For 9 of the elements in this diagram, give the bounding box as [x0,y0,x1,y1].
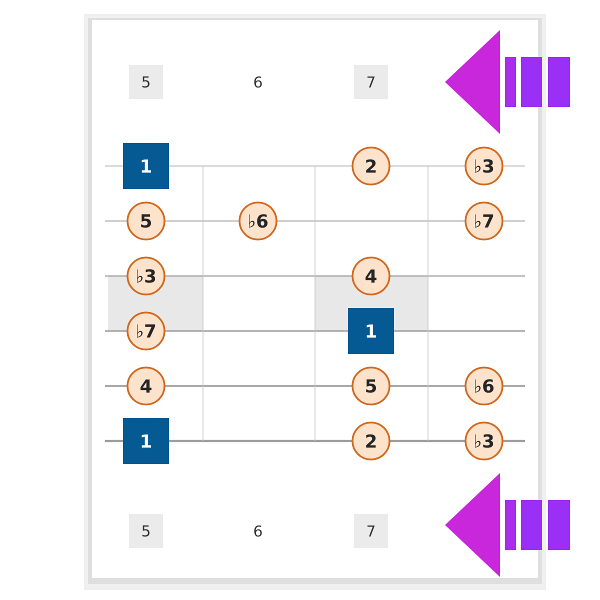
fret-number: 6 [254,525,262,537]
fret-number: 6 [254,76,262,88]
fret-number: 7 [354,514,388,548]
fret-number: 5 [129,514,163,548]
root-square: 1 [123,418,169,464]
fret-number: 5 [129,65,163,99]
root-square: 1 [348,308,394,354]
root-square: 1 [123,143,169,189]
fret-number: 7 [354,65,388,99]
